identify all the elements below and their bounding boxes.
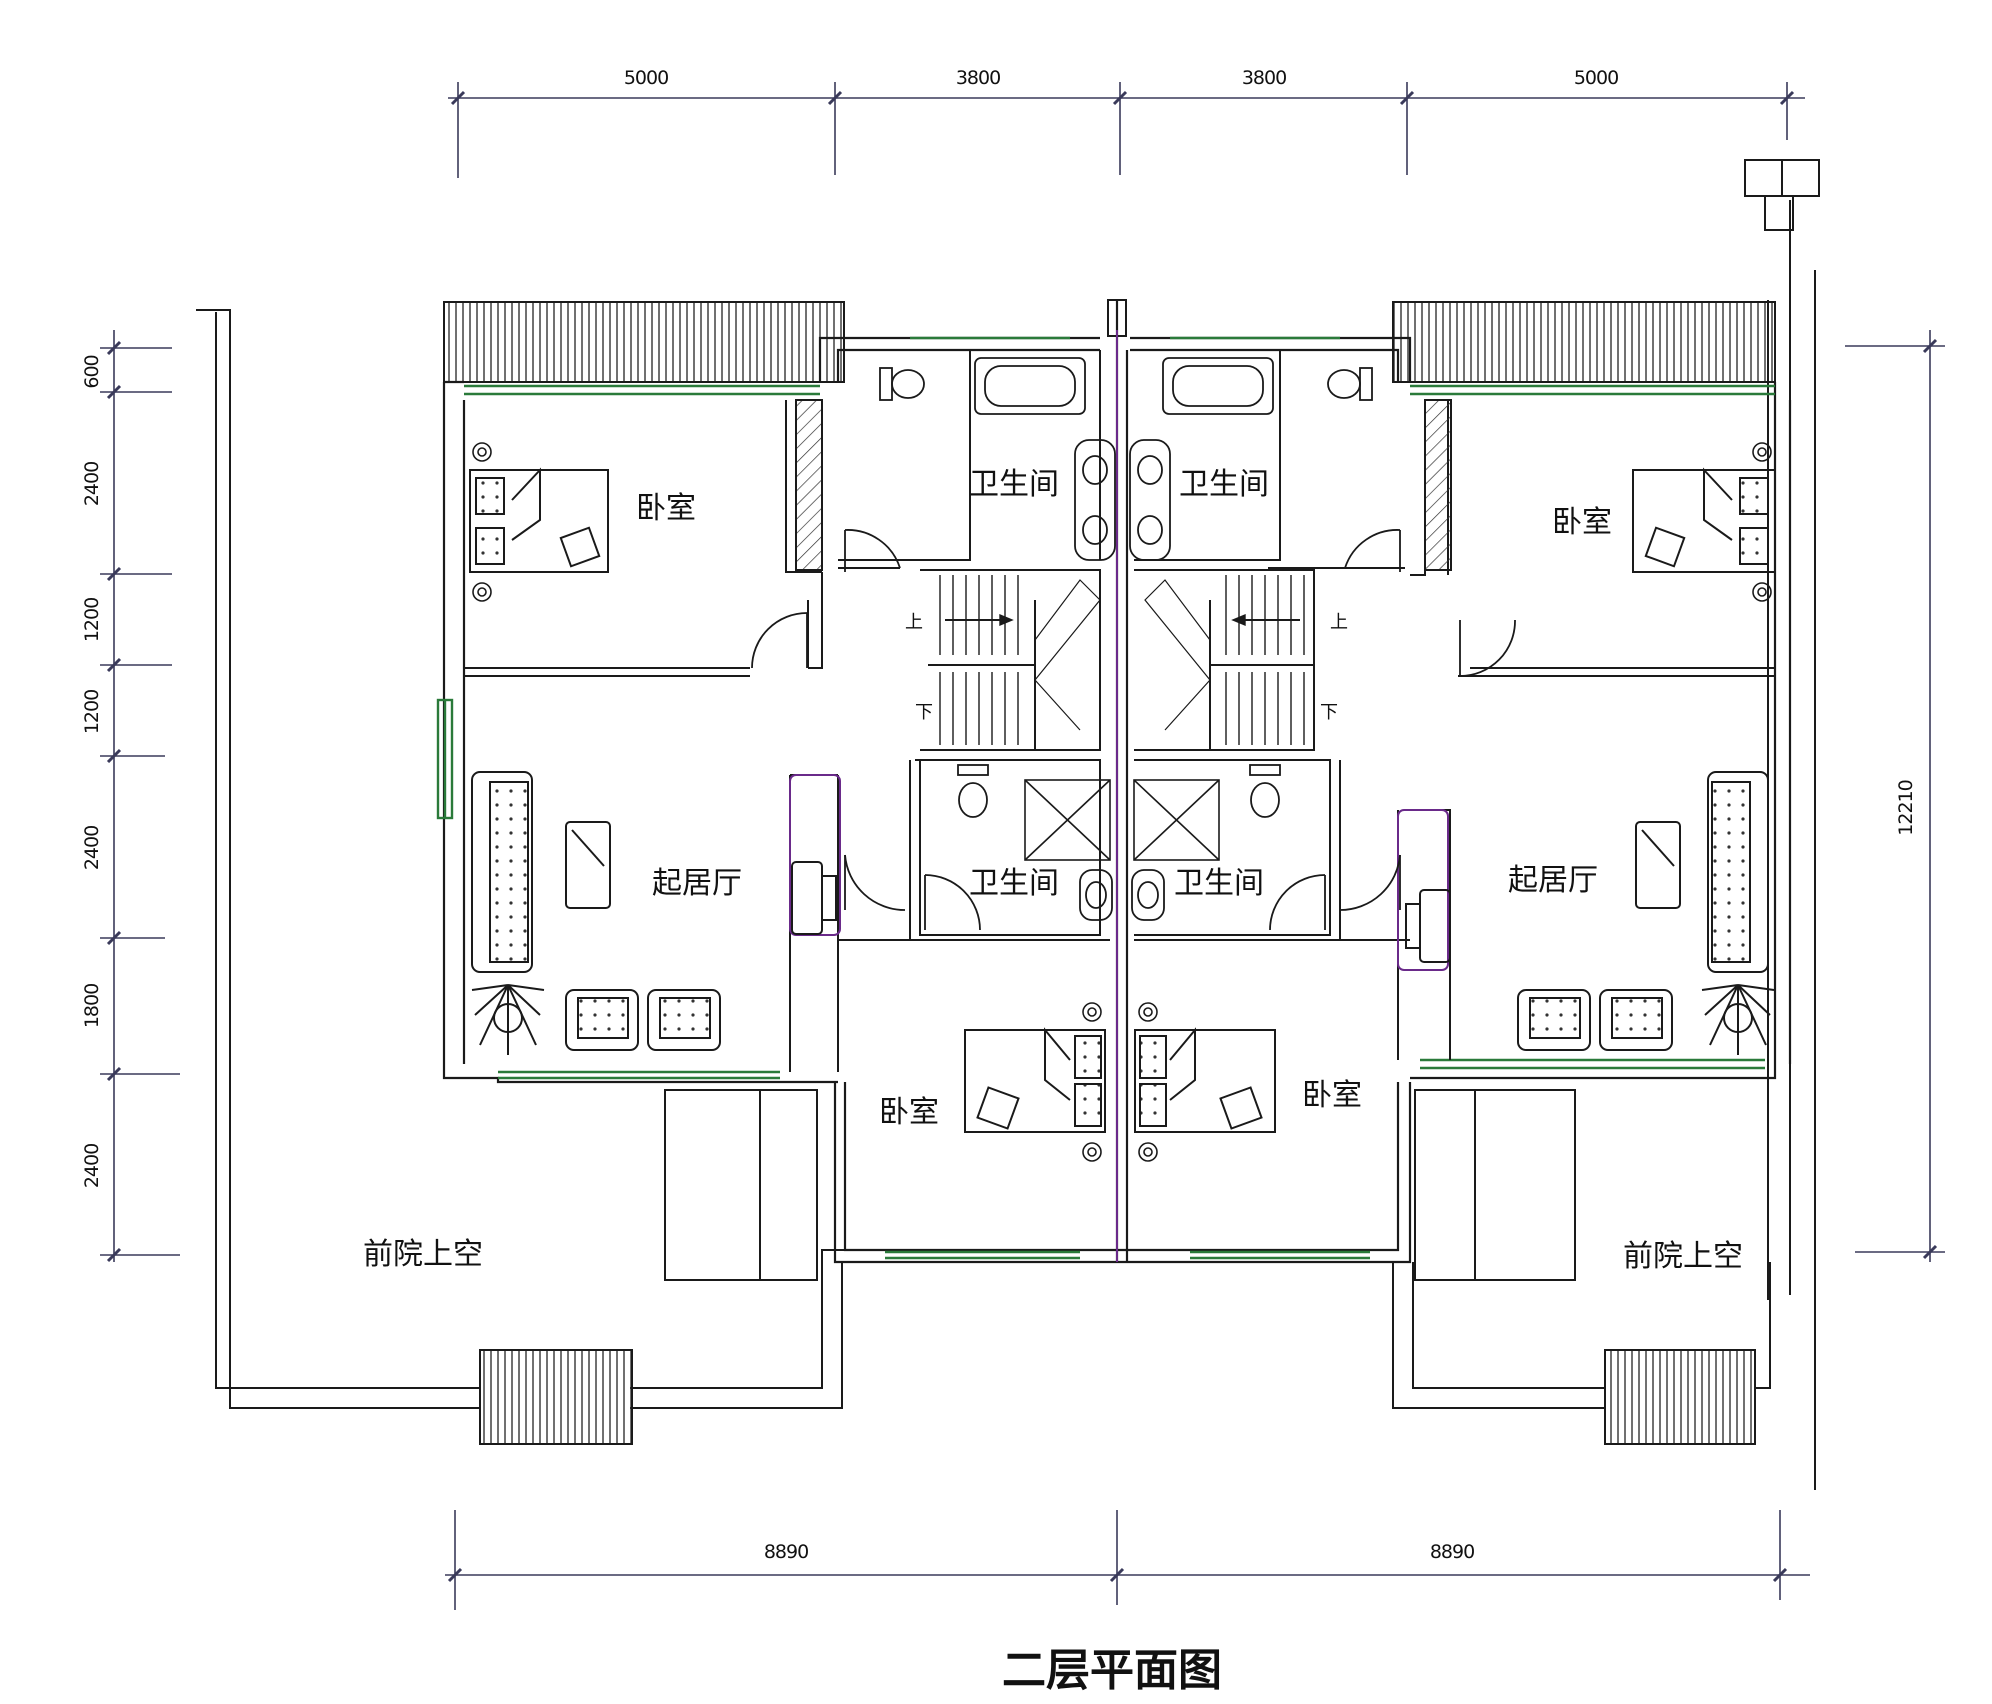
bathtub-left (974, 357, 1086, 415)
bed-icon-left (469, 467, 609, 573)
dim-left-7: 2400 (81, 1144, 103, 1188)
bed-icon-center-left (964, 1027, 1106, 1133)
nightstand-lamps (472, 442, 1772, 1162)
sinks (1074, 439, 1171, 921)
dimension-left (100, 330, 180, 1263)
room-label-bedroom-center-right: 卧室 (1302, 1078, 1362, 1113)
room-label-courtyard-right: 前院上空 (1623, 1239, 1743, 1274)
interior-walls (464, 350, 1775, 1072)
room-label-living-right: 起居厅 (1508, 863, 1598, 898)
steps-right (1604, 1349, 1756, 1445)
drawing-title: 二层平面图 (1002, 1645, 1222, 1696)
steps-left (479, 1349, 633, 1445)
vent-pipe (1744, 159, 1820, 231)
stairs-right (1144, 575, 1305, 745)
room-label-bathroom-mid-right: 卫生间 (1174, 866, 1264, 901)
bathtub-right (1162, 357, 1274, 415)
room-label-bathroom-mid-left: 卫生间 (969, 866, 1059, 901)
dimension-right (1845, 330, 1945, 1262)
plant-icon-left (471, 984, 545, 1055)
bed-icon-right (1632, 467, 1776, 573)
room-label-bedroom-center-left: 卧室 (879, 1095, 939, 1130)
dim-left-5: 2400 (81, 826, 103, 870)
shower-stalls (1024, 779, 1220, 861)
room-label-bedroom-right: 卧室 (1552, 505, 1612, 540)
wardrobe-left (795, 399, 823, 571)
plant-icon-right (1701, 984, 1775, 1055)
dim-top-1: 5000 (624, 67, 668, 89)
dim-left-2: 2400 (81, 462, 103, 506)
dim-bottom-2: 8890 (1430, 1541, 1474, 1563)
roof-eave-right (1392, 301, 1776, 383)
planters (664, 1089, 1576, 1281)
bed-icon-center-right (1134, 1027, 1276, 1133)
windows (436, 336, 1775, 1260)
room-label-bathroom-top-right: 卫生间 (1179, 467, 1269, 502)
roof-eave-left (443, 301, 845, 383)
stair-up-right: 上 (1330, 612, 1348, 633)
dim-left-6: 1800 (81, 984, 103, 1028)
dim-top-2: 3800 (956, 67, 1000, 89)
sofa-icon-left (471, 771, 533, 973)
doors (751, 529, 1516, 931)
tv-cabinet-left (791, 861, 837, 935)
stair-down-right: 下 (1320, 702, 1338, 723)
dim-left-1: 600 (81, 355, 103, 388)
coffee-table-right (1635, 821, 1681, 909)
dim-bottom-1: 8890 (764, 1541, 808, 1563)
dim-top-3: 3800 (1242, 67, 1286, 89)
dimension-bottom (445, 1510, 1810, 1610)
room-label-bathroom-top-left: 卫生间 (969, 467, 1059, 502)
dim-left-3: 1200 (81, 598, 103, 642)
stairs-left (939, 575, 1101, 745)
dim-left-4: 1200 (81, 690, 103, 734)
dim-top-4: 5000 (1574, 67, 1618, 89)
dimension-top (448, 82, 1805, 178)
stair-down-left: 下 (915, 702, 933, 723)
wardrobe-right (1424, 399, 1452, 571)
sofa-icon-right (1707, 771, 1769, 973)
room-label-bedroom-left: 卧室 (636, 491, 696, 526)
dim-right: 12210 (1895, 780, 1917, 835)
toilets (879, 367, 1373, 818)
armchairs-right (1517, 989, 1673, 1051)
armchairs-left (565, 989, 721, 1051)
room-label-living-left: 起居厅 (652, 866, 742, 901)
tv-cabinet-right (1405, 889, 1451, 963)
coffee-table-left (565, 821, 611, 909)
room-label-courtyard-left: 前院上空 (363, 1237, 483, 1272)
stair-up-left: 上 (905, 612, 923, 633)
courtyard-outline-left (196, 309, 845, 1409)
